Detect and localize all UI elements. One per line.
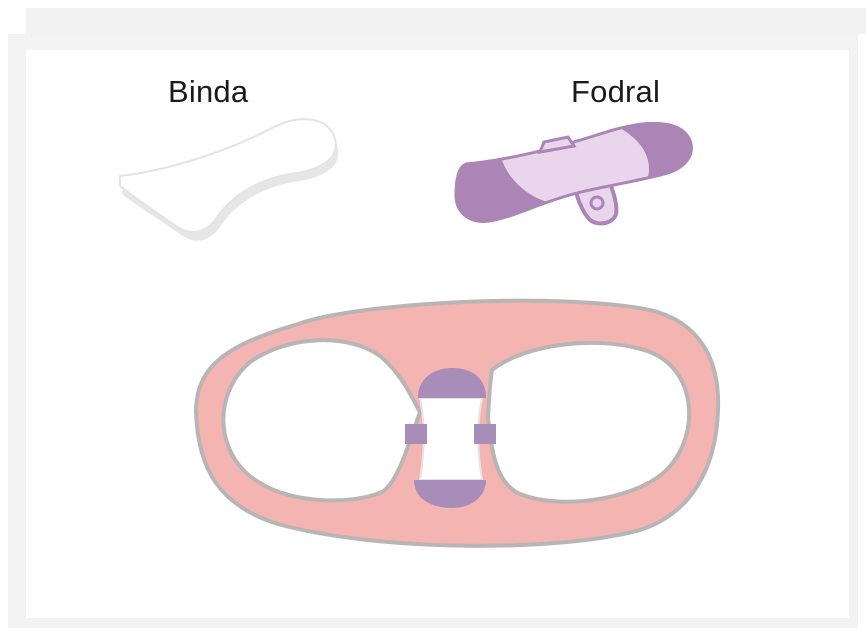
holder-left-tab — [405, 424, 427, 444]
holder-pad — [420, 398, 482, 480]
sanitary-pad-icon — [120, 119, 338, 240]
case-snap — [591, 197, 603, 209]
pad-case-icon — [456, 122, 691, 223]
holder-right-tab — [474, 424, 496, 444]
pad-holder-icon — [196, 301, 718, 546]
